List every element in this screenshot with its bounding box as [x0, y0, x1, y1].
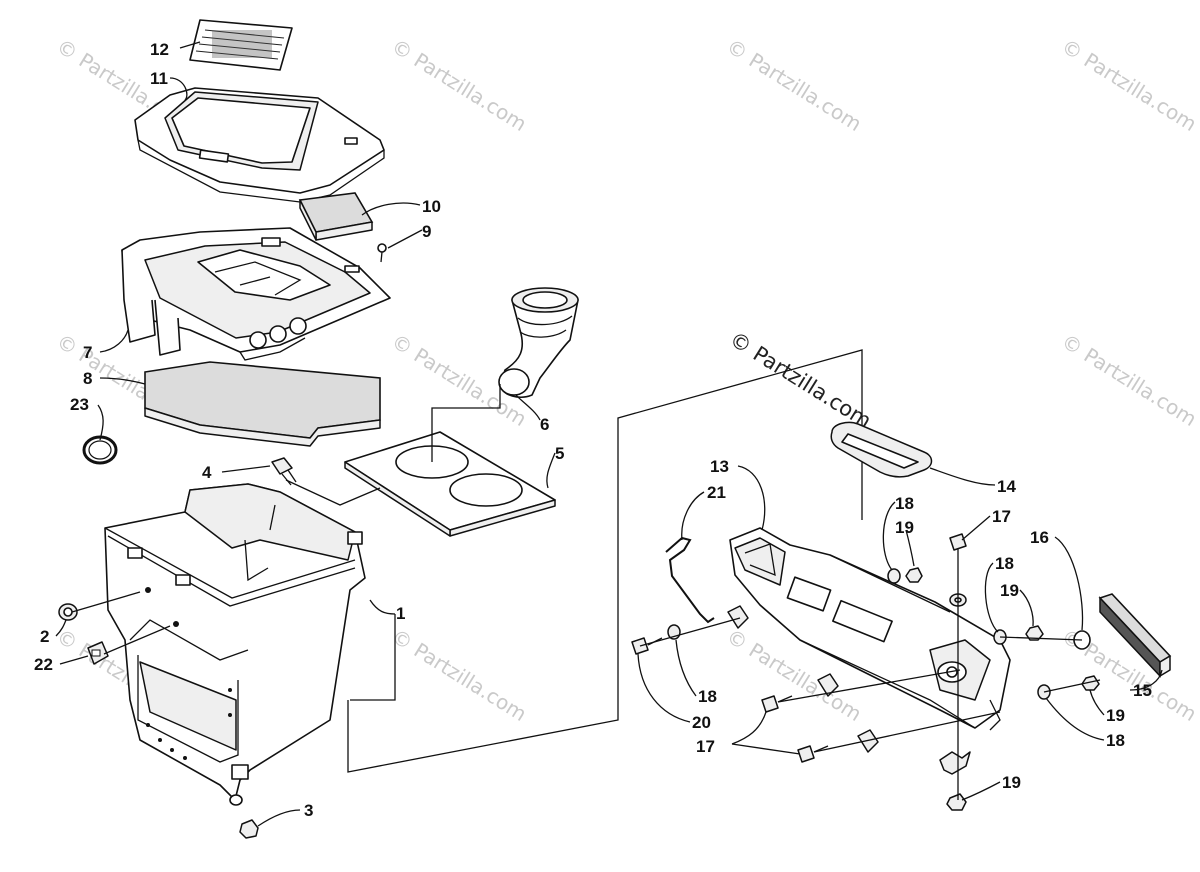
- callout-11: 11: [150, 69, 168, 88]
- callout-15: 15: [1133, 681, 1152, 700]
- callout-1: 1: [396, 604, 405, 623]
- part-7-airbox-tray: [121, 227, 391, 361]
- spacer-tab-b: [817, 673, 839, 697]
- part-8-foam-filter: [144, 361, 381, 447]
- watermark: © Partzilla.com: [1057, 329, 1200, 431]
- part-4-bolt: [271, 457, 297, 486]
- callout-19: 19: [1106, 706, 1125, 725]
- watermark: © Partzilla.com: [387, 624, 531, 726]
- callout-18: 18: [698, 687, 717, 706]
- callout-7: 7: [83, 343, 92, 362]
- callout-6: 6: [540, 415, 549, 434]
- part-star-knob: [939, 751, 971, 775]
- part-9-screw: [377, 243, 387, 263]
- callout-9: 9: [422, 222, 431, 241]
- callout-12: 12: [150, 40, 169, 59]
- routing-lines-right: [639, 560, 1101, 800]
- callout-19: 19: [1002, 773, 1021, 792]
- part-19-nut-b: [1025, 625, 1044, 641]
- part-23-hose-clamp: [82, 435, 118, 465]
- part-5-adapter-plate: [344, 431, 556, 537]
- callout-17: 17: [992, 507, 1011, 526]
- callout-22: 22: [34, 655, 53, 674]
- callout-19: 19: [1000, 581, 1019, 600]
- callout-8: 8: [83, 369, 92, 388]
- callout-23: 23: [70, 395, 89, 414]
- callout-2: 2: [40, 627, 49, 646]
- callout-16: 16: [1030, 528, 1049, 547]
- part-12-vent-grille: [189, 19, 293, 71]
- callout-20: 20: [692, 713, 711, 732]
- part-17-bolt-b: [761, 695, 793, 713]
- callout-17: 17: [696, 737, 715, 756]
- callout-18: 18: [995, 554, 1014, 573]
- part-19-nut-d: [946, 793, 967, 811]
- callout-14: 14: [997, 477, 1016, 496]
- part-15-foam-block: [1098, 593, 1172, 678]
- callout-5: 5: [555, 444, 564, 463]
- part-20-bolt: [631, 637, 663, 655]
- callout-21: 21: [707, 483, 726, 502]
- part-17-bolt-top: [949, 533, 967, 560]
- callout-labels: 12 11 10 9 7 8 23 6 5 4 1 2 22 3 13 21 1…: [34, 40, 1152, 820]
- watermark-prominent: © Partzilla.com: [725, 327, 875, 433]
- part-14-gasket: [830, 421, 933, 478]
- part-10-foam-pad: [298, 192, 374, 241]
- watermark: © Partzilla.com: [1057, 34, 1200, 136]
- callout-18: 18: [1106, 731, 1125, 750]
- part-11-airbox-cover: [134, 87, 385, 203]
- callout-10: 10: [422, 197, 441, 216]
- watermark: © Partzilla.com: [387, 34, 531, 136]
- part-21-wire-bracket: [665, 536, 715, 624]
- callout-19: 19: [895, 518, 914, 537]
- part-19-nut-a: [905, 567, 923, 583]
- callout-13: 13: [710, 457, 729, 476]
- part-13-intake-duct: [729, 527, 1011, 731]
- callout-4: 4: [202, 463, 212, 482]
- watermark: © Partzilla.com: [722, 34, 866, 136]
- callout-leaders: [55, 41, 1163, 827]
- callout-3: 3: [304, 801, 313, 820]
- part-22-clip-nut: [87, 641, 109, 665]
- part-1-airbox-housing: [104, 483, 366, 806]
- part-17-bolt-c: [797, 745, 829, 763]
- callout-18: 18: [895, 494, 914, 513]
- spacer-tab-a: [727, 605, 749, 629]
- part-18-washer-a: [887, 568, 901, 584]
- part-3-nut: [239, 819, 259, 839]
- part-6-intake-boot: [498, 287, 579, 398]
